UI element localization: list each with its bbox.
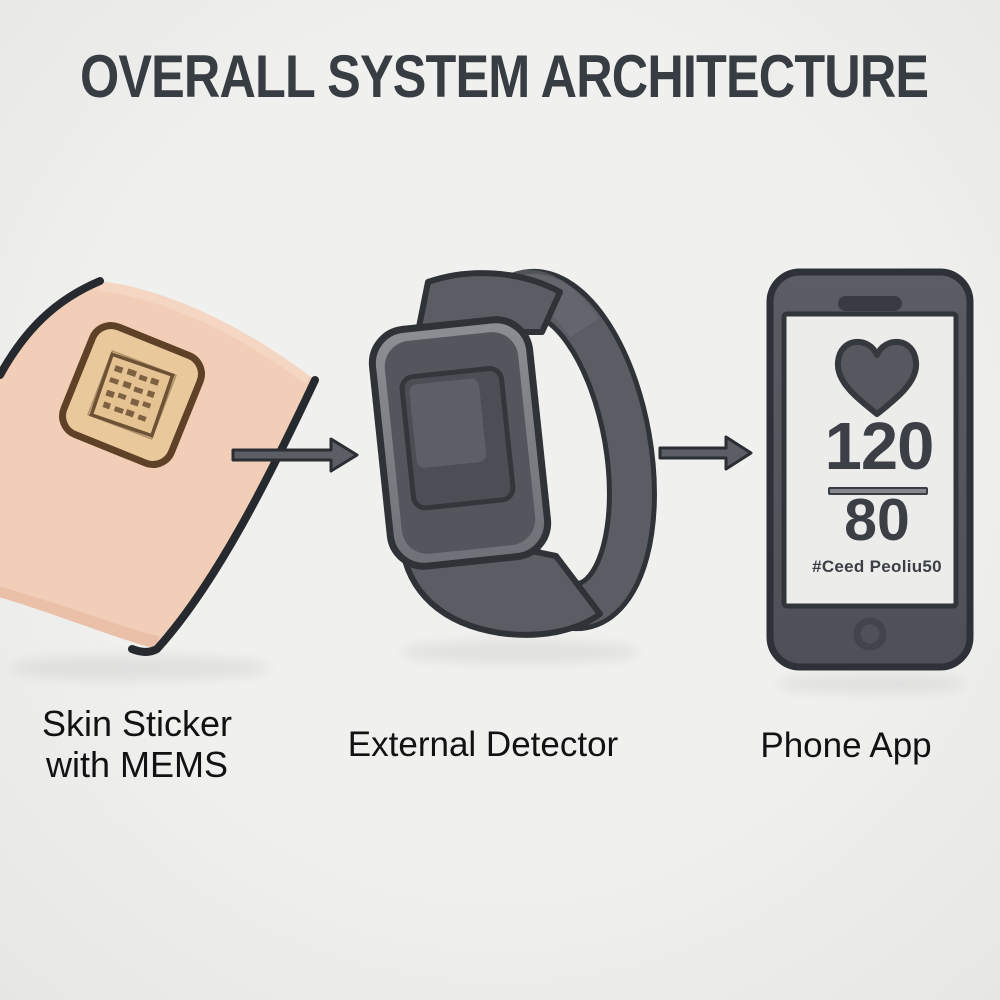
skin-patch-edge-left <box>0 277 104 379</box>
label-skin-sticker: Skin Sticker with MEMS <box>17 703 257 785</box>
arrow-skin-to-detector <box>231 437 359 473</box>
soft-shadows <box>10 640 965 694</box>
skin-patch-edge-right <box>128 376 319 656</box>
watch-strap-top <box>415 270 563 335</box>
phone-speaker <box>838 296 902 311</box>
phone-screen <box>781 311 959 609</box>
phone-illustration <box>766 268 974 671</box>
phone-screen-caption: #Ceed Peoliu50 <box>812 557 942 576</box>
bp-systolic-value: 120 <box>824 409 935 484</box>
label-external-detector: External Detector <box>347 725 619 764</box>
label-skin-sticker-line1: Skin Sticker <box>41 703 233 744</box>
label-skin-sticker-line2: with MEMS <box>45 744 229 785</box>
bp-diastolic-value: 80 <box>844 487 910 553</box>
bp-divider-line <box>828 487 928 495</box>
heart-icon <box>834 338 920 417</box>
label-phone-app: Phone App <box>760 726 932 765</box>
phone-home-button <box>853 617 887 651</box>
watch-case <box>368 316 552 570</box>
mems-chip-icon <box>87 350 177 440</box>
smartwatch-illustration <box>368 268 657 638</box>
page-title: OVERALL SYSTEM ARCHITECTURE <box>80 43 929 110</box>
skin-sticker-illustration <box>0 277 319 656</box>
arrow-detector-to-phone <box>658 435 753 471</box>
